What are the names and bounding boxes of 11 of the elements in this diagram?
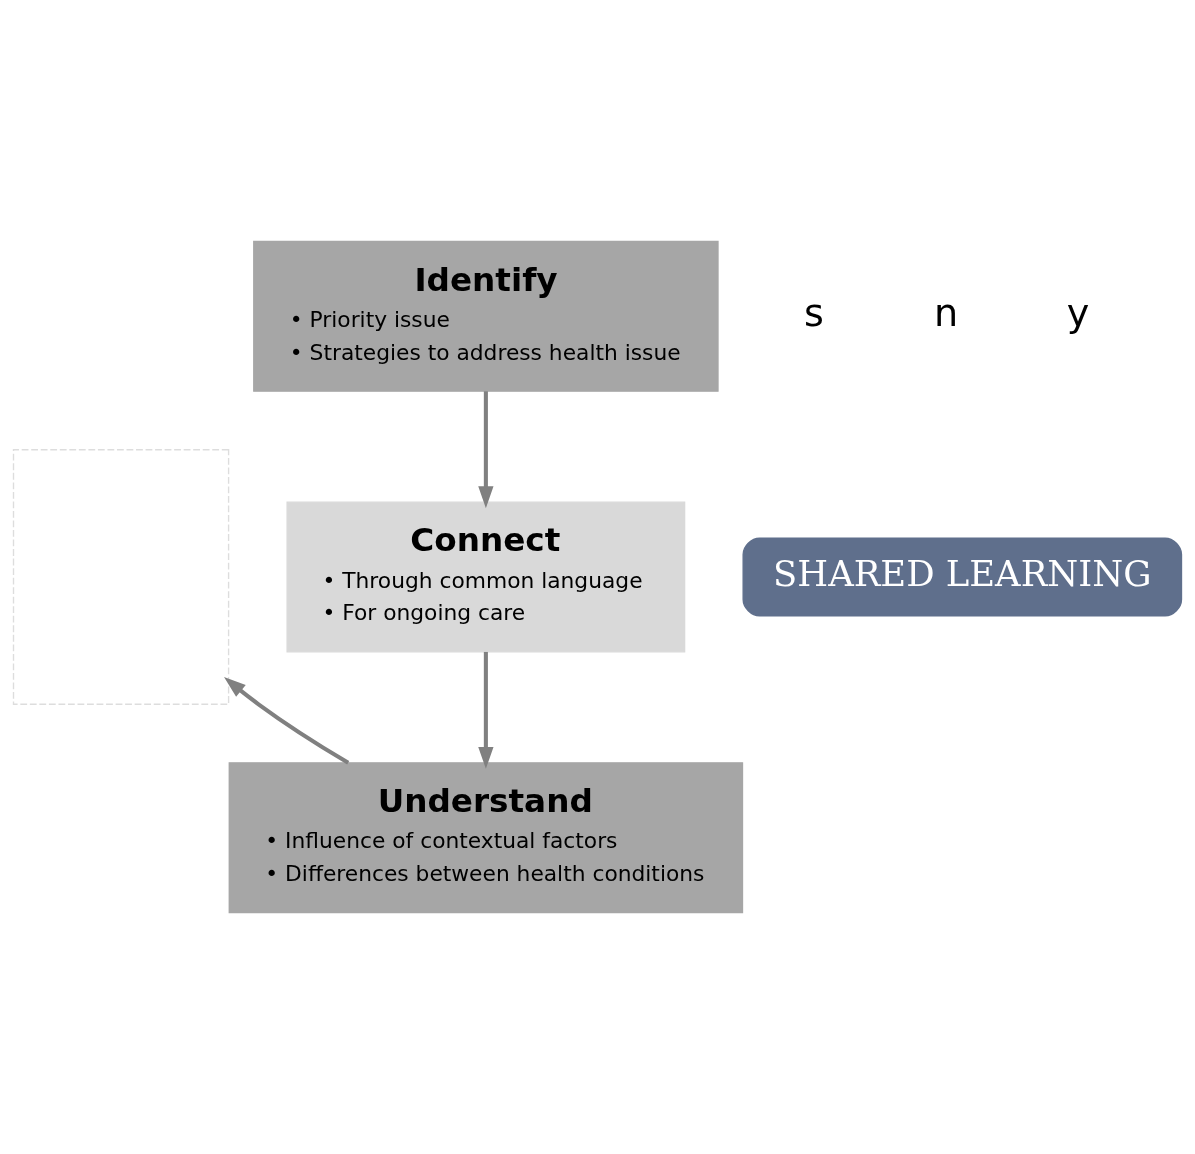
- node-box: Identify • Priority issue • Strategies to address health issue: [253, 240, 719, 392]
- label: s: [804, 290, 824, 335]
- arrow: [478, 651, 494, 769]
- node-box: Connect • Through common language • For ongoing care: [286, 501, 686, 653]
- node-box: [12, 449, 230, 705]
- arrow: [478, 391, 494, 509]
- label: n: [933, 290, 959, 335]
- node-box: SHARED LEARNING: [742, 537, 1183, 617]
- node-box: Understand • Influence of contextual factors • Differences between health conditions: [228, 762, 744, 914]
- label: y: [1066, 290, 1090, 335]
- arrow: [224, 677, 350, 765]
